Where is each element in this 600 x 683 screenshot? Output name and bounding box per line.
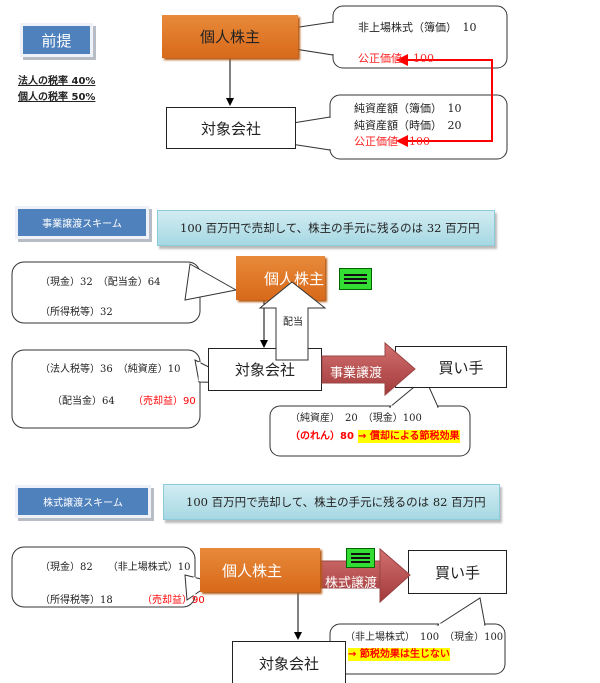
top-callout2-line2: 純資産額（時価） 20 — [354, 119, 462, 132]
stock-shareholder-label: 個人株主 — [222, 561, 283, 580]
indiv-tax-rate: 個人の税率 50% — [18, 92, 96, 103]
bs-callout-buyer-goodwill: （のれん）80 — [290, 431, 354, 442]
stock-company-label: 対象会社 — [258, 654, 319, 673]
fair-value-link-arrow — [396, 59, 493, 147]
bs-callout-buyer-line1: （純資産） 20 （現金）100 — [290, 413, 422, 424]
business-shareholder-label: 個人株主 — [264, 269, 325, 288]
stock-shareholder-box: 個人株主 — [200, 548, 320, 592]
stock-scheme-label: 株式譲渡スキーム — [18, 488, 148, 515]
top-shareholder-box: 個人株主 — [162, 15, 298, 58]
st-callout-buyer-effect: → 節税効果は生じない — [348, 648, 450, 661]
dividend-label: 配当 — [283, 317, 303, 328]
top-callout1-fair-value: 公正価値 100 — [358, 52, 434, 65]
business-banner: 100 百万円で売却して、株主の手元に残るのは 32 百万円 — [157, 210, 495, 246]
bs-callout-buyer-effect: → 償却による節税効果 — [358, 430, 460, 443]
corp-tax-rate: 法人の税率 40% — [18, 76, 96, 87]
top-callout1-line1: 非上場株式（簿価） 10 — [358, 21, 477, 34]
business-shareholder-box: 個人株主 — [236, 256, 325, 300]
premise-label: 前提 — [23, 26, 90, 54]
bs-callout-company-line1: （法人税等）36 （純資産）10 — [40, 364, 181, 375]
business-scheme-label: 事業譲渡スキーム — [18, 209, 146, 236]
callout-business-shareholder — [11, 261, 238, 324]
stock-company-box: 対象会社 — [232, 641, 346, 683]
business-buyer-box: 買い手 — [395, 346, 507, 388]
business-company-label: 対象会社 — [234, 361, 295, 379]
top-company-box: 対象会社 — [166, 107, 296, 149]
st-callout-shareholder-gain: （売却益）90 — [142, 595, 205, 606]
top-callout2-fair-value: 公正価値 100 — [354, 135, 430, 148]
bs-callout-company-dividend: （配当金）64 — [52, 396, 115, 407]
st-callout-buyer-line1: （非上場株式） 100 （現金）100 — [345, 632, 504, 643]
business-company-box: 対象会社 — [208, 348, 322, 391]
stock-transfer-label: 株式譲渡 — [325, 576, 378, 591]
bs-callout-shareholder-line1: （現金）32 （配当金）64 — [40, 277, 161, 288]
stock-buyer-label: 買い手 — [434, 563, 480, 582]
callout-business-company — [11, 349, 241, 429]
top-callout2-line1: 純資産額（簿価） 10 — [354, 102, 462, 115]
business-buyer-label: 買い手 — [438, 358, 484, 377]
bs-callout-shareholder-line2: （所得税等）32 — [40, 307, 113, 318]
bs-callout-company-gain: （売却益）90 — [133, 396, 196, 407]
business-transfer-label: 事業譲渡 — [330, 366, 383, 381]
st-callout-shareholder-line1: （現金）82 （非上場株式）10 — [40, 562, 191, 573]
st-callout-shareholder-tax: （所得税等）18 — [40, 595, 113, 606]
cash-icon — [339, 268, 372, 290]
stock-banner: 100 百万円で売却して、株主の手元に残るのは 82 百万円 — [163, 484, 500, 520]
cash-icon-2 — [346, 548, 375, 568]
stock-buyer-box: 買い手 — [408, 550, 507, 594]
